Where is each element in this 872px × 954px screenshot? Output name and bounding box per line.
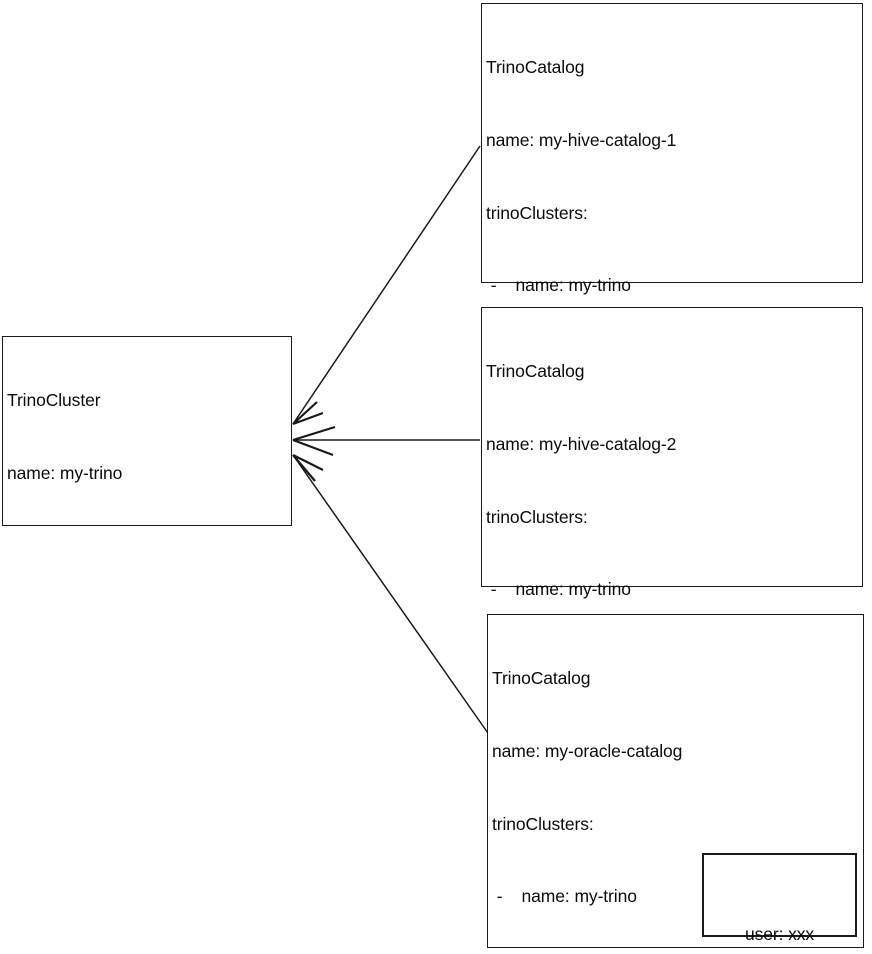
text-line: - name: my-trino <box>486 275 631 296</box>
node-trino-catalog-oracle-text: TrinoCatalog name: my-oracle-catalog tri… <box>492 618 861 954</box>
text-line: TrinoCluster <box>7 390 101 411</box>
text-line: name: my-trino <box>7 463 123 484</box>
text-line: name: my-hive-catalog-2 <box>486 434 677 455</box>
node-trino-cluster-text: TrinoCluster name: my-trino <box>7 340 289 534</box>
node-trino-catalog-hive-1[interactable]: TrinoCatalog name: my-hive-catalog-1 tri… <box>481 3 863 658</box>
node-oracle-credentials-secret-text: user: xxx password: xxx <box>704 869 855 954</box>
node-oracle-credentials-secret[interactable]: user: xxx password: xxx <box>702 853 857 944</box>
text-line: TrinoCatalog <box>486 361 585 382</box>
text-line: TrinoCatalog <box>486 57 585 78</box>
connector-catalog-hive-2-to-cluster <box>292 425 480 457</box>
text-line: TrinoCatalog <box>492 668 591 689</box>
text-line: trinoClusters: <box>492 813 594 834</box>
arrowhead-catalog-oracle <box>292 454 324 482</box>
text-line: trinoClusters: <box>486 506 588 527</box>
text-line: - name: my-trino <box>492 886 637 907</box>
node-trino-catalog-hive-2[interactable]: TrinoCatalog name: my-hive-catalog-2 tri… <box>481 307 863 890</box>
text-line: trinoClusters: <box>486 202 588 223</box>
arrowhead-catalog-hive-2 <box>292 425 336 457</box>
arrowhead-catalog-hive-1 <box>292 401 324 426</box>
connector-catalog-hive-1-to-cluster <box>292 145 481 426</box>
text-line: name: my-hive-catalog-1 <box>486 130 677 151</box>
node-trino-cluster[interactable]: TrinoCluster name: my-trino <box>2 336 292 526</box>
text-line: user: xxx <box>744 924 815 944</box>
text-line: name: my-oracle-catalog <box>492 741 683 762</box>
connector-catalog-oracle-to-cluster <box>292 454 491 737</box>
text-line: - name: my-trino <box>486 579 631 600</box>
